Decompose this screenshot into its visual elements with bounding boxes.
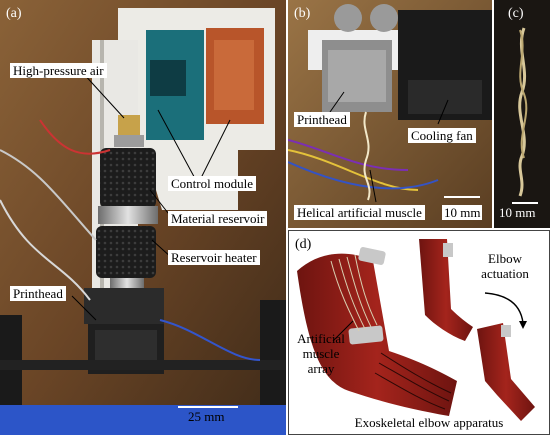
panel-a-photo: (a) High-pressure air Control module Mat… — [0, 0, 286, 435]
label-control-module: Control module — [168, 176, 256, 191]
panel-b-photo: (b) Printhead Cooling fan Helical artifi… — [288, 0, 492, 228]
label-printhead-b: Printhead — [294, 112, 350, 127]
panel-b-letter: (b) — [294, 6, 311, 21]
label-high-pressure-air: High-pressure air — [10, 63, 107, 78]
scale-label-a: 25 mm — [188, 409, 225, 424]
panel-a-letter: (a) — [6, 6, 22, 21]
twisted-filament-illustration — [494, 0, 550, 228]
label-reservoir-heater: Reservoir heater — [168, 250, 260, 265]
panel-c-photo: (c) 10 mm — [494, 0, 550, 228]
label-helical-artificial-muscle: Helical artificial muscle — [294, 205, 425, 220]
scale-label-c: 10 mm — [499, 205, 536, 220]
panel-c-letter: (c) — [508, 6, 524, 21]
panel-d-diagram: (d) Artificial muscle array Elbow actuat… — [288, 230, 550, 435]
label-material-reservoir: Material reservoir — [168, 211, 268, 226]
elbow-exoskeleton-illustration — [297, 239, 535, 421]
label-cooling-fan: Cooling fan — [408, 128, 476, 143]
scale-bar-b — [444, 196, 480, 198]
label-artificial-muscle-array: Artificial muscle array — [297, 331, 345, 376]
scale-label-b: 10 mm — [442, 205, 483, 220]
caption-exoskeletal-elbow-apparatus: Exoskeletal elbow apparatus — [354, 415, 504, 430]
scale-bar-a — [178, 406, 238, 408]
scale-bar-c — [512, 202, 538, 204]
label-printhead: Printhead — [10, 286, 66, 301]
label-elbow-actuation: Elbow actuation — [481, 251, 529, 281]
panel-d-letter: (d) — [295, 237, 312, 252]
